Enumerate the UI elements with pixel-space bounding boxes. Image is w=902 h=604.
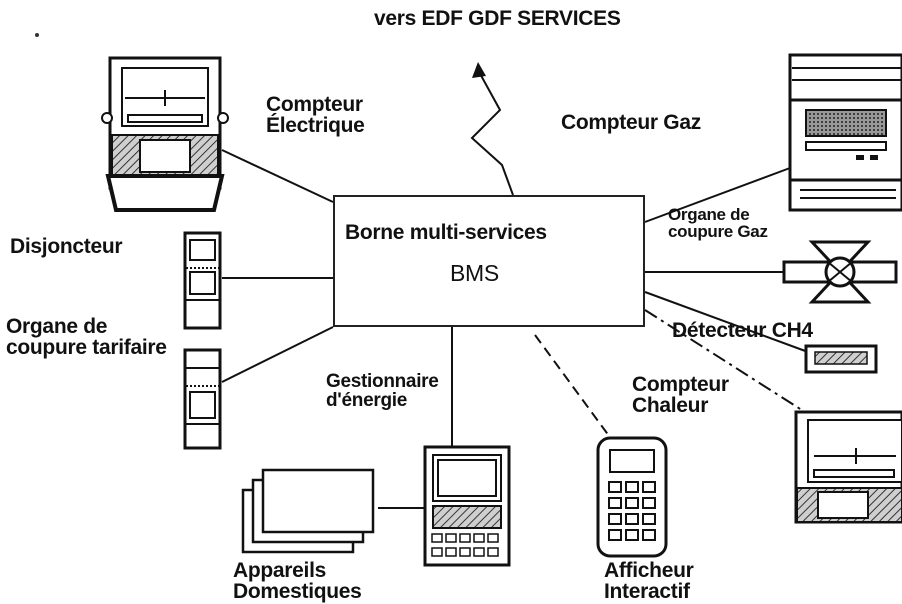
link-detecteur-ch4 — [644, 291, 809, 353]
speck-dot — [35, 33, 39, 37]
tariff-switch-icon — [183, 348, 222, 450]
label-organe-coupure-gaz: Organe de coupure Gaz — [668, 206, 768, 241]
link-afficheur — [534, 334, 613, 441]
label-appareils-domestiques: Appareils Domestiques — [233, 560, 362, 603]
label-line: Domestiques — [233, 580, 362, 604]
link-organe-tarifaire — [221, 326, 334, 383]
label-line: Organe de — [6, 315, 108, 338]
label-line: Électrique — [266, 114, 365, 138]
ch4-detector-icon — [804, 344, 878, 374]
label-line: Compteur — [632, 373, 729, 396]
link-compteur-gaz — [644, 167, 791, 223]
bms-title: Borne multi-services — [345, 221, 547, 244]
circuit-breaker-icon — [183, 231, 222, 330]
bms-box — [333, 195, 645, 327]
label-line: Afficheur — [604, 559, 694, 582]
label-detecteur-ch4: Détecteur CH4 — [672, 319, 813, 342]
label-line: Appareils — [233, 559, 326, 582]
label-organe-coupure-tarifaire: Organe de coupure tarifaire — [6, 316, 167, 359]
label-line: coupure Gaz — [668, 222, 768, 242]
label-line: Chaleur — [632, 394, 709, 418]
energy-manager-icon — [423, 445, 511, 567]
interactive-display-icon — [596, 436, 668, 558]
label-compteur-gaz: Compteur Gaz — [561, 111, 701, 134]
label-line: Gestionnaire — [326, 371, 439, 392]
label-compteur-chaleur: Compteur Chaleur — [632, 374, 729, 417]
label-line: Compteur — [266, 93, 363, 116]
label-disjoncteur: Disjoncteur — [10, 235, 123, 258]
link-compteur-electrique — [221, 149, 334, 203]
bms-abbr: BMS — [450, 260, 499, 286]
top-label: vers EDF GDF SERVICES — [374, 7, 621, 30]
label-line: coupure tarifaire — [6, 336, 167, 360]
gas-meter-icon — [788, 53, 902, 212]
label-line: d'énergie — [326, 390, 408, 412]
heat-meter-icon — [794, 410, 902, 524]
label-line: Organe de — [668, 205, 750, 224]
link-compteur-chaleur — [644, 309, 831, 429]
label-afficheur-interactif: Afficheur Interactif — [604, 559, 694, 604]
label-line: Interactif — [604, 580, 690, 604]
uplink-arrow — [470, 62, 514, 196]
label-compteur-electrique: Compteur Électrique — [266, 94, 365, 137]
home-appliances-icon — [241, 468, 375, 554]
label-gestionnaire-energie: Gestionnaire d'énergie — [326, 372, 439, 411]
electric-meter-icon — [101, 56, 229, 212]
gas-valve-icon — [782, 240, 898, 304]
